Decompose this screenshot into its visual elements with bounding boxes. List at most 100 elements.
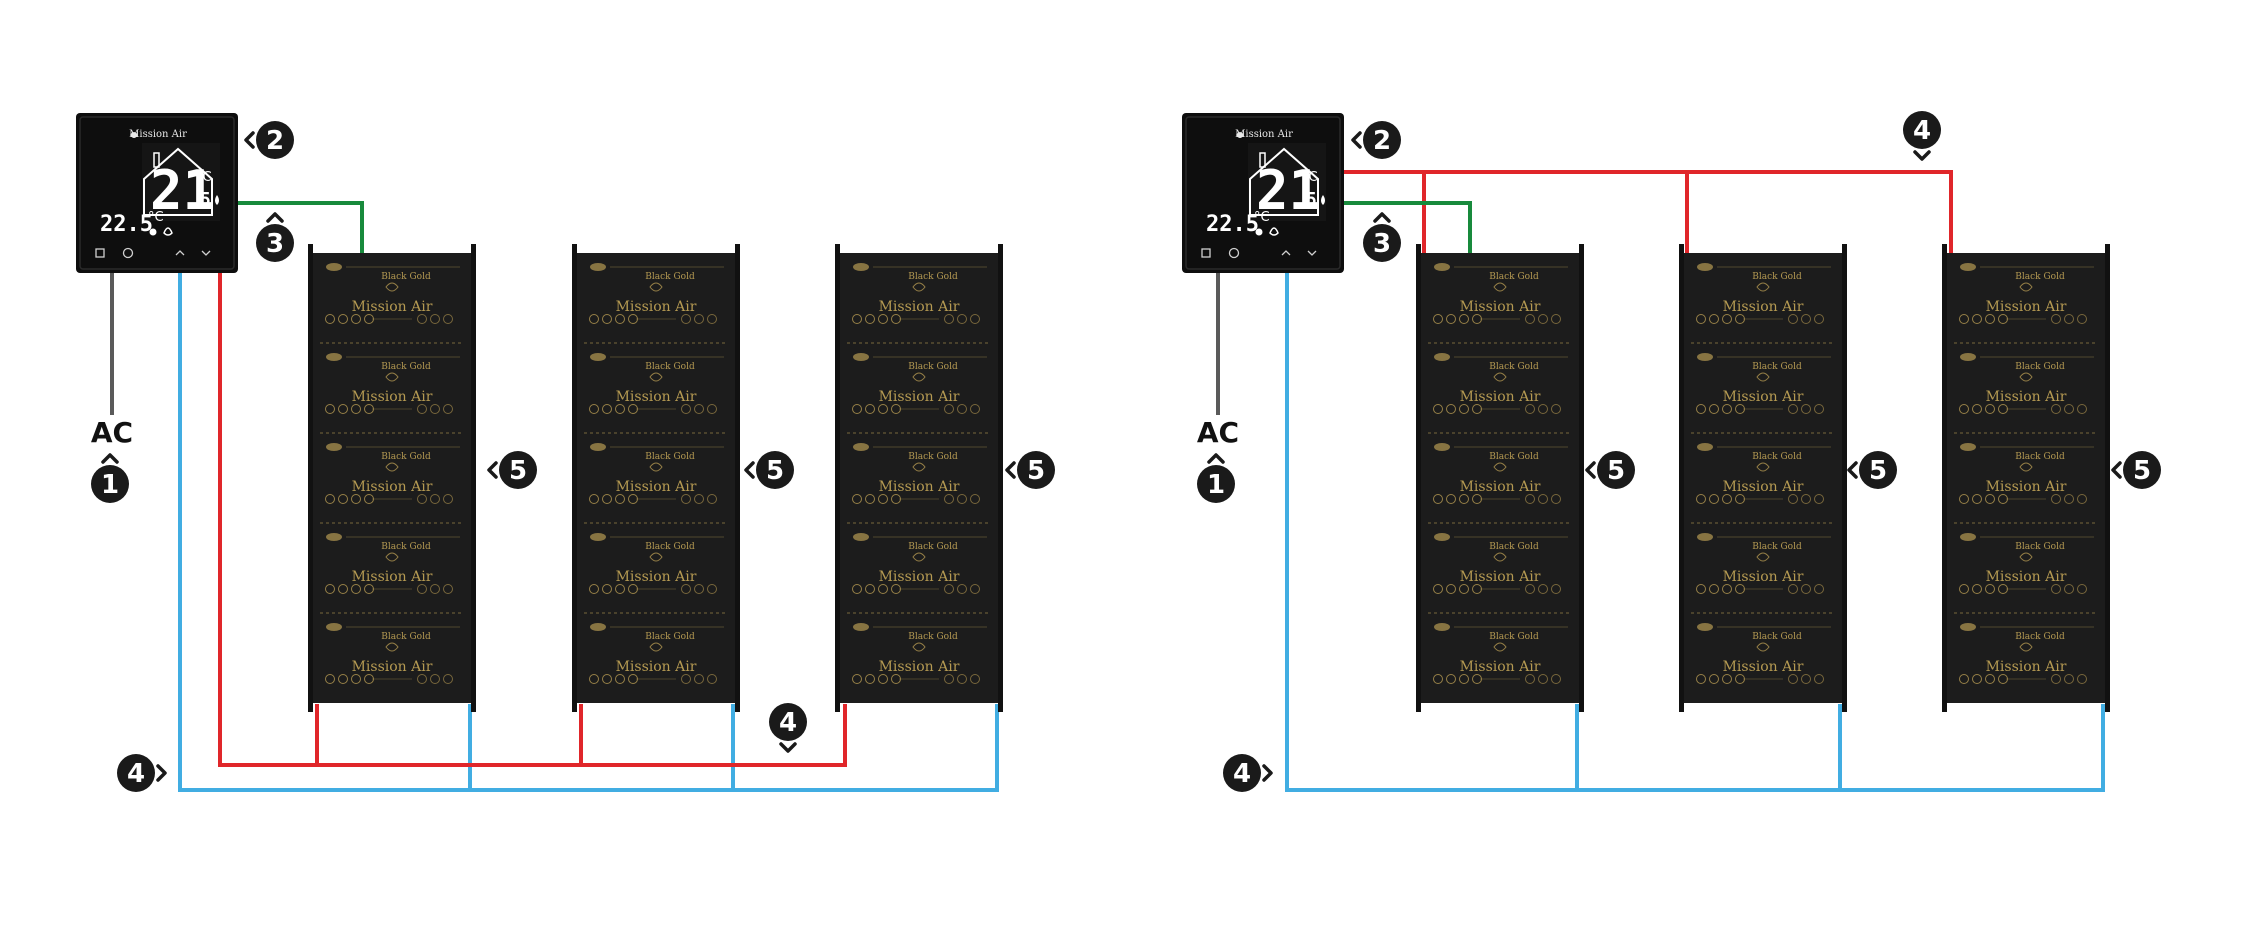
panel-brand: Mission Air [1460,659,1541,675]
panel-logo-badge [590,623,606,631]
panel-feature-icon [1814,674,1824,684]
chevron-left-icon [487,461,498,479]
menu-icon [1201,248,1211,258]
panel-logo-badge [590,533,606,541]
panel-feature-icon [970,314,980,324]
panel-feature-icon [694,494,704,504]
panel-feature-icon [1551,404,1561,414]
panel-brand: Mission Air [352,299,433,315]
panel-feature-icon [1538,494,1548,504]
panel-logo-badge [590,353,606,361]
panel-feature-icon [1446,494,1456,504]
panel-feature-icon [417,494,427,504]
panel-logo-badge [853,263,869,271]
panel-feature-icon [865,494,875,504]
chevron-left-icon [2111,461,2122,479]
panel-feature-icon [2064,674,2074,684]
flame-icon [1321,195,1325,205]
panel-feature-icon [325,494,335,504]
panel-feature-icon [1525,584,1535,594]
callout-badge-1: 1 [1197,453,1235,503]
panel-feature-icon [1525,314,1535,324]
panel-feature-icon [602,674,612,684]
panel-feature-icon [2077,314,2087,324]
panel-fan-icon [2019,372,2033,382]
panel-tag: Black Gold [2015,452,2065,462]
panel-fan-icon [649,282,663,292]
callout-badge-4: 4 [1223,754,1273,792]
panel-feature-icon [443,494,453,504]
panel-brand: Mission Air [879,479,960,495]
panel-logo-badge [1434,263,1450,271]
panel-feature-icon [1551,674,1561,684]
panel-feature-icon [1696,314,1706,324]
panel-brand: Mission Air [1460,479,1541,495]
panel-tag: Black Gold [645,272,695,282]
chevron-left-icon [244,131,255,149]
panel-logo-badge [853,443,869,451]
panel-feature-icon [865,314,875,324]
panel-feature-icon [1538,314,1548,324]
panel-feature-icon [1459,404,1469,414]
panel-feature-icon [443,404,453,414]
panel-feature-icon [1959,674,1969,684]
panel-feature-icon [878,404,888,414]
panel-logo-badge [326,443,342,451]
power-icon [122,247,134,259]
panel-rail-right [1842,244,1847,712]
thermostat-bezel [1185,116,1341,270]
panel-feature-icon [694,404,704,414]
panel-fan-icon [1493,552,1507,562]
callout-badge-5: 5 [744,451,794,489]
panel-logo-badge [1434,443,1450,451]
fan-icon [1236,132,1244,138]
panel-logo-badge [1697,623,1713,631]
panel-tag: Black Gold [908,542,958,552]
panel-feature-icon [430,314,440,324]
panel-feature-icon [2064,494,2074,504]
panel-rail-right [471,244,476,712]
panel-feature-icon [628,674,638,684]
flame-icon [215,195,219,205]
panel-rail-left [308,244,313,712]
panel-brand: Mission Air [879,389,960,405]
chevron-left-icon [1585,461,1596,479]
panel-feature-icon [589,404,599,414]
callout-badge-5: 5 [1585,451,1635,489]
panel-feature-icon [364,584,374,594]
badge-number: 4 [1913,116,1931,146]
panel-tag: Black Gold [2015,542,2065,552]
panel-feature-icon [2051,494,2061,504]
panel-brand: Mission Air [1723,569,1804,585]
panel-logo-badge [1434,533,1450,541]
panel-feature-icon [1459,674,1469,684]
panel-feature-icon [1433,314,1443,324]
badge-number: 5 [1027,456,1045,486]
panel-logo-badge [1434,353,1450,361]
house-icon [143,147,213,216]
panel-feature-icon [865,584,875,594]
badge-circle [256,121,294,159]
panel-feature-icon [443,674,453,684]
panel-rail-right [1579,244,1584,712]
panel-feature-icon [443,314,453,324]
up-icon [175,250,185,256]
panel-brand: Mission Air [616,479,697,495]
panel-tag: Black Gold [645,542,695,552]
panel-feature-icon [1459,584,1469,594]
panel-feature-icon [970,494,980,504]
panel-feature-icon [325,314,335,324]
panel-tag: Black Gold [2015,362,2065,372]
panel-feature-icon [681,674,691,684]
badge-circle [1859,451,1897,489]
badge-circle [1017,451,1055,489]
panel-tag: Black Gold [908,452,958,462]
panel-feature-icon [1538,584,1548,594]
panel-feature-icon [707,584,717,594]
panel-feature-icon [1696,584,1706,594]
panel-brand: Mission Air [1723,389,1804,405]
badge-circle [499,451,537,489]
panel-feature-icon [430,404,440,414]
panel-fan-icon [1493,282,1507,292]
